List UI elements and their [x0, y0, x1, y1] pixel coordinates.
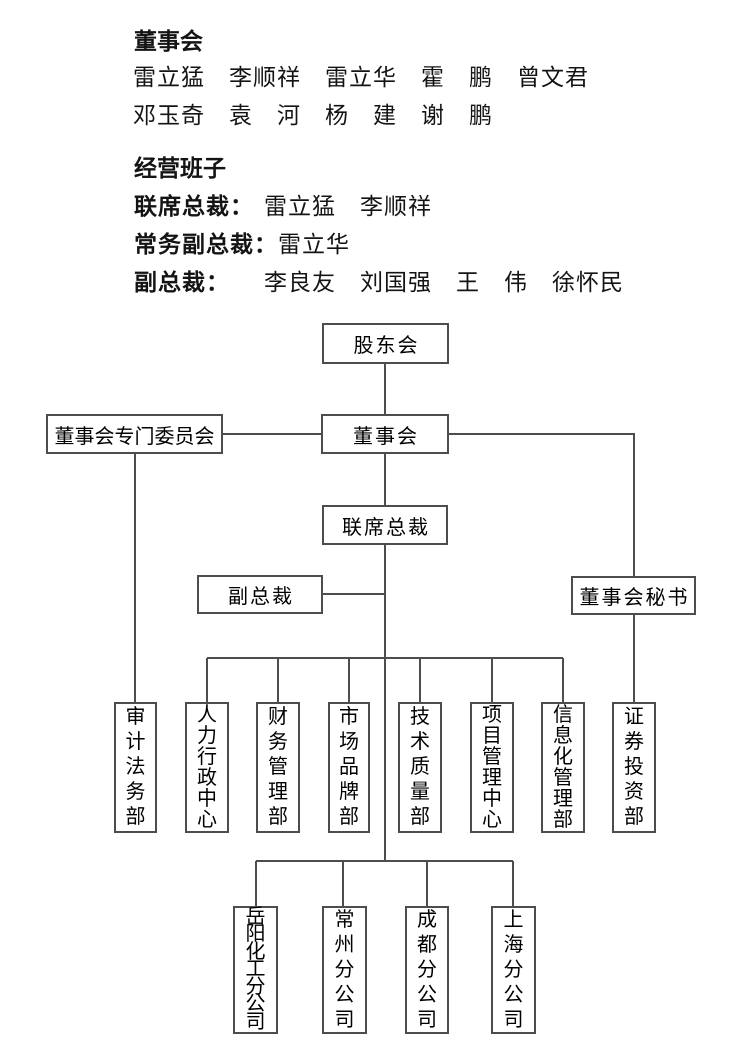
management-row-executive-vp: 常务副总裁： 雷立华 [134, 231, 350, 259]
management-row-label: 联席总裁： [134, 194, 254, 219]
management-row-value: 雷立猛 李顺祥 [264, 194, 432, 219]
management-row-value: 雷立华 [278, 232, 350, 257]
node-dept-market-brand: 市场品牌部 [328, 702, 370, 833]
node-co-presidents: 联席总裁 [322, 505, 448, 545]
node-label: 岳阳化工分公司 [245, 905, 266, 1033]
node-label: 上海分公司 [503, 908, 524, 1031]
board-members-line1: 雷立猛 李顺祥 雷立华 霍 鹏 曾文君 [133, 65, 589, 90]
node-board-special-committee: 董事会专门委员会 [46, 414, 223, 454]
node-label: 技术质量部 [410, 706, 430, 828]
node-label: 审计法务部 [125, 706, 146, 828]
board-heading: 董事会 [134, 29, 203, 54]
node-vice-presidents: 副总裁 [197, 575, 323, 614]
node-shareholders-meeting: 股东会 [322, 323, 449, 364]
node-branch-changzhou: 常州分公司 [322, 906, 367, 1034]
node-branch-chengdu: 成都分公司 [405, 906, 449, 1034]
board-members-line2: 邓玉奇 袁 河 杨 建 谢 鹏 [133, 103, 493, 128]
node-dept-audit-legal: 审计法务部 [114, 702, 157, 833]
management-row-co-presidents: 联席总裁： 雷立猛 李顺祥 [134, 193, 432, 221]
node-label: 常州分公司 [334, 908, 355, 1031]
node-label: 信息化管理部 [553, 703, 573, 831]
node-label: 人力行政中心 [197, 703, 217, 831]
node-label: 市场品牌部 [339, 706, 359, 828]
node-label: 项目管理中心 [482, 703, 502, 831]
node-dept-securities-investment: 证券投资部 [612, 702, 656, 833]
node-dept-informatization: 信息化管理部 [541, 702, 585, 833]
management-row-vp: 副总裁： 李良友 刘国强 王 伟 徐怀民 [134, 269, 624, 297]
node-label: 成都分公司 [417, 908, 437, 1031]
node-board-secretary: 董事会秘书 [571, 576, 696, 615]
node-board-of-directors: 董事会 [321, 414, 449, 454]
node-branch-yueyang-chemical: 岳阳化工分公司 [233, 906, 278, 1034]
node-label: 证券投资部 [624, 706, 644, 828]
node-label: 财务管理部 [268, 706, 288, 828]
node-dept-tech-quality: 技术质量部 [398, 702, 442, 833]
management-heading: 经营班子 [134, 156, 226, 181]
node-branch-shanghai: 上海分公司 [491, 906, 536, 1034]
management-row-value: 李良友 刘国强 王 伟 徐怀民 [264, 270, 624, 295]
management-row-label: 副总裁： [134, 270, 230, 295]
node-dept-project-mgmt-center: 项目管理中心 [470, 702, 514, 833]
management-row-label: 常务副总裁： [134, 232, 278, 257]
node-dept-hr-admin-center: 人力行政中心 [185, 702, 229, 833]
node-dept-finance: 财务管理部 [256, 702, 300, 833]
